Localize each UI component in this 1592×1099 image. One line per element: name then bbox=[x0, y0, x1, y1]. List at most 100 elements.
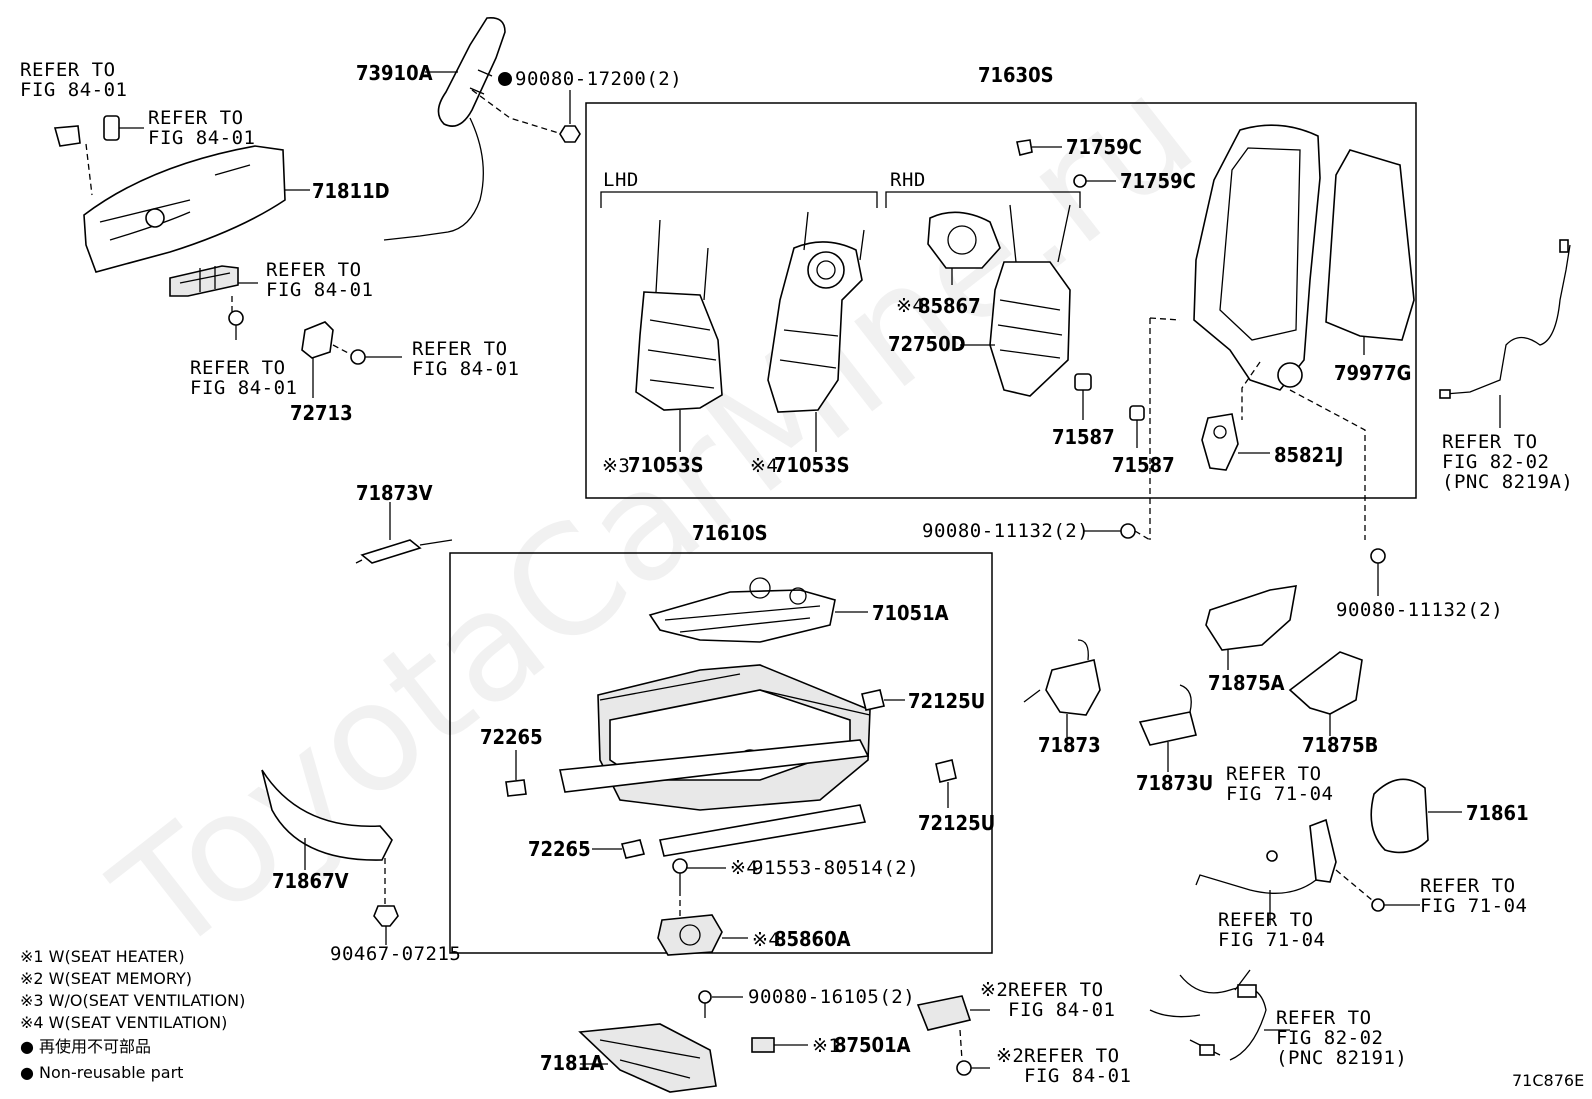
nut-part[interactable] bbox=[559, 125, 581, 143]
refer-8401-b-line2[interactable]: FIG 84-01 bbox=[148, 127, 255, 149]
part-71630S[interactable]: 71630S bbox=[978, 63, 1054, 87]
part-90080-11132-a[interactable]: 90080-11132(2) bbox=[922, 520, 1089, 542]
refer-8401-e-line2[interactable]: FIG 84-01 bbox=[412, 358, 519, 380]
refer-8202-b-line3[interactable]: (PNC 82191) bbox=[1276, 1047, 1407, 1069]
part-72265-b[interactable]: 72265 bbox=[528, 837, 591, 861]
refer-8401-g-line1[interactable]: REFER TO bbox=[1024, 1045, 1120, 1067]
refer-8401-e-line1[interactable]: REFER TO bbox=[412, 338, 508, 360]
bolt-90080-16105[interactable] bbox=[698, 990, 712, 1018]
cover-71875B[interactable] bbox=[1288, 651, 1363, 736]
part-90080-16105[interactable]: 90080-16105(2) bbox=[748, 986, 915, 1008]
switch-cap-part[interactable] bbox=[103, 115, 120, 141]
seat-back-frame[interactable] bbox=[1193, 124, 1321, 391]
part-71875A[interactable]: 71875A bbox=[1208, 671, 1285, 695]
seat-back-pad-79977G[interactable] bbox=[1325, 149, 1415, 341]
refer-8401-a-line1[interactable]: REFER TO bbox=[20, 59, 116, 81]
part-71811D[interactable]: 71811D bbox=[312, 179, 390, 203]
part-71051A[interactable]: 71051A bbox=[872, 601, 949, 625]
part-85867[interactable]: 85867 bbox=[918, 294, 981, 318]
part-71053S-a[interactable]: 71053S bbox=[628, 453, 704, 477]
motor-85821J[interactable] bbox=[1201, 413, 1239, 471]
heater-ecu-87501A[interactable] bbox=[751, 1037, 775, 1053]
cover-71873U[interactable] bbox=[1138, 684, 1197, 772]
refer-8401-c-line2[interactable]: FIG 84-01 bbox=[266, 279, 373, 301]
harness-right[interactable] bbox=[1439, 239, 1571, 399]
part-7181A[interactable]: 7181A bbox=[540, 1051, 604, 1075]
refer-8401-c-line1[interactable]: REFER TO bbox=[266, 259, 362, 281]
bolt-91553-80514[interactable] bbox=[672, 858, 688, 890]
part-79977G[interactable]: 79977G bbox=[1334, 361, 1411, 385]
part-71759C-b[interactable]: 71759C bbox=[1120, 169, 1196, 193]
bolt-ecu[interactable] bbox=[956, 1060, 972, 1076]
refer-8401-f-line2[interactable]: FIG 84-01 bbox=[1008, 999, 1115, 1021]
belt-assembly-73910A[interactable] bbox=[383, 16, 506, 241]
part-72125U-b[interactable]: 72125U bbox=[918, 811, 995, 835]
clip-71759C-b[interactable] bbox=[1073, 174, 1087, 188]
refer-8401-b-line1[interactable]: REFER TO bbox=[148, 107, 244, 129]
clip-72265-a[interactable] bbox=[505, 750, 527, 797]
part-71587-a[interactable]: 71587 bbox=[1052, 425, 1115, 449]
refer-7104-b-line2[interactable]: FIG 71-04 bbox=[1420, 895, 1527, 917]
clip-71587-b[interactable] bbox=[1129, 405, 1145, 448]
recliner-frame-71053S-lhd[interactable] bbox=[635, 219, 723, 452]
knob-part[interactable] bbox=[53, 125, 81, 147]
fan-85860A[interactable] bbox=[657, 914, 723, 956]
part-71867V[interactable]: 71867V bbox=[272, 869, 349, 893]
refer-7104-a-line1[interactable]: REFER TO bbox=[1226, 763, 1322, 785]
refer-7104-c-line1[interactable]: REFER TO bbox=[1218, 909, 1314, 931]
bracket-72713[interactable] bbox=[301, 321, 334, 398]
refer-8202-b-line1[interactable]: REFER TO bbox=[1276, 1007, 1372, 1029]
headrest-71861[interactable] bbox=[1370, 778, 1429, 854]
belt-buckle[interactable] bbox=[1195, 818, 1337, 894]
ventilation-fan-85867[interactable] bbox=[927, 211, 1001, 285]
part-71861[interactable]: 71861 bbox=[1466, 801, 1529, 825]
part-72750D[interactable]: 72750D bbox=[888, 332, 966, 356]
part-71873U[interactable]: 71873U bbox=[1136, 771, 1213, 795]
part-71873[interactable]: 71873 bbox=[1038, 733, 1101, 757]
part-91553-80514[interactable]: 91553-80514(2) bbox=[752, 857, 919, 879]
refer-8401-a-line2[interactable]: FIG 84-01 bbox=[20, 79, 127, 101]
cover-71873[interactable] bbox=[1023, 639, 1101, 737]
wire-harness-bottom[interactable] bbox=[1149, 969, 1267, 1061]
refer-7104-c-line2[interactable]: FIG 71-04 bbox=[1218, 929, 1325, 951]
refer-8401-g-line2[interactable]: FIG 84-01 bbox=[1024, 1065, 1131, 1087]
part-71759C-a[interactable]: 71759C bbox=[1066, 135, 1142, 159]
refer-8401-f-line1[interactable]: REFER TO bbox=[1008, 979, 1104, 1001]
part-71587-b[interactable]: 71587 bbox=[1112, 453, 1175, 477]
part-85821J[interactable]: 85821J bbox=[1274, 443, 1343, 467]
switch-assembly-part[interactable] bbox=[169, 265, 239, 297]
cover-71875A[interactable] bbox=[1205, 585, 1297, 670]
cable-71873V[interactable] bbox=[355, 502, 453, 564]
refer-8202-a-line3[interactable]: (PNC 8219A) bbox=[1442, 471, 1573, 493]
part-90467-07215[interactable]: 90467-07215 bbox=[330, 943, 461, 965]
lumbar-support-71051A[interactable] bbox=[648, 577, 836, 643]
part-85860A[interactable]: 85860A bbox=[774, 927, 851, 951]
clip-72125U-b[interactable] bbox=[935, 759, 957, 808]
refer-8401-d-line2[interactable]: FIG 84-01 bbox=[190, 377, 297, 399]
part-73910A[interactable]: 73910A bbox=[356, 61, 433, 85]
part-71610S[interactable]: 71610S bbox=[692, 521, 768, 545]
refer-8401-d-line1[interactable]: REFER TO bbox=[190, 357, 286, 379]
clip-90467-07215[interactable] bbox=[373, 905, 399, 945]
part-87501A[interactable]: 87501A bbox=[834, 1033, 911, 1057]
refer-8202-a-line1[interactable]: REFER TO bbox=[1442, 431, 1538, 453]
part-90080-17200[interactable]: 90080-17200(2) bbox=[515, 68, 682, 90]
refer-8202-a-line2[interactable]: FIG 82-02 bbox=[1442, 451, 1549, 473]
part-90080-11132-b[interactable]: 90080-11132(2) bbox=[1336, 599, 1503, 621]
part-71875B[interactable]: 71875B bbox=[1302, 733, 1378, 757]
refer-7104-b-line1[interactable]: REFER TO bbox=[1420, 875, 1516, 897]
part-71053S-b[interactable]: 71053S bbox=[774, 453, 850, 477]
screw-part[interactable] bbox=[228, 310, 244, 340]
recliner-frame-71053S-lhd-vent[interactable] bbox=[767, 211, 865, 452]
part-72265-a[interactable]: 72265 bbox=[480, 725, 543, 749]
clip-71759C-a[interactable] bbox=[1016, 139, 1033, 156]
refer-8202-b-line2[interactable]: FIG 82-02 bbox=[1276, 1027, 1383, 1049]
clip-72125U-a[interactable] bbox=[861, 689, 885, 711]
bolt-90080-11132-b[interactable] bbox=[1370, 548, 1386, 596]
clip-71587-a[interactable] bbox=[1074, 373, 1092, 420]
clip-72265-b[interactable] bbox=[620, 839, 646, 859]
refer-7104-a-line2[interactable]: FIG 71-04 bbox=[1226, 783, 1333, 805]
seat-track-frame[interactable] bbox=[559, 664, 871, 857]
seat-track-7181A[interactable] bbox=[578, 1023, 717, 1093]
seat-cushion-side-cover-71811D[interactable] bbox=[83, 145, 286, 273]
